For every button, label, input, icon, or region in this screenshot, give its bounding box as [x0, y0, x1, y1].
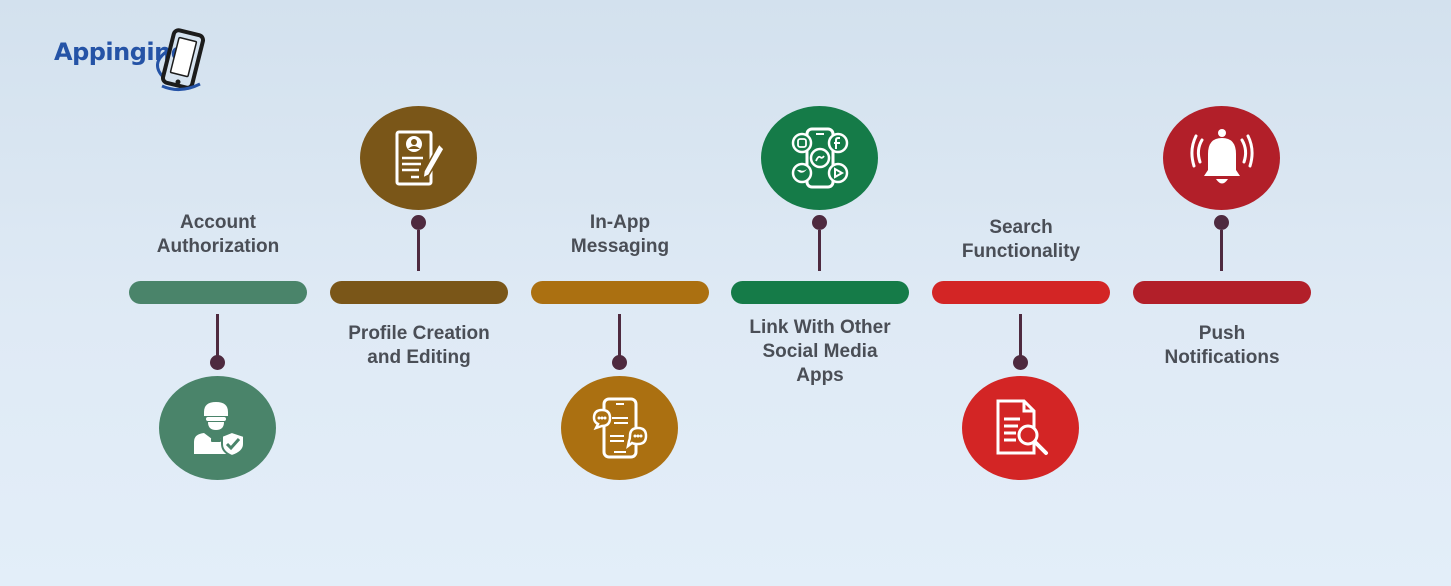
connector-dot: [210, 355, 225, 370]
timeline-bar: [932, 281, 1110, 304]
icon-circle: [561, 376, 678, 480]
connector-line: [1019, 314, 1022, 356]
connector-line: [818, 230, 821, 271]
phone-logo-icon: [156, 28, 206, 91]
step-account-authorization: Account Authorization: [129, 0, 307, 586]
profile-edit-icon: [395, 130, 445, 186]
step-profile-creation: Profile Creation and Editing: [330, 0, 508, 586]
appingine-logo: Appingine: [54, 28, 214, 94]
user-shield-icon: [193, 402, 245, 458]
timeline-bar: [531, 281, 709, 304]
icon-circle: [761, 106, 878, 210]
step-label: Search Functionality: [961, 217, 1081, 262]
social-media-icon: [791, 127, 848, 189]
step-label: Account Authorization: [156, 212, 280, 257]
timeline-bar: [129, 281, 307, 304]
icon-circle: [159, 376, 276, 480]
phone-chat-icon: [592, 397, 647, 459]
connector-line: [417, 230, 420, 271]
icon-circle: [1163, 106, 1280, 210]
step-in-app-messaging: In-App Messaging: [531, 0, 709, 586]
connector-line: [216, 314, 219, 356]
step-label: Link With Other Social Media Apps: [749, 317, 891, 386]
connector-dot: [612, 355, 627, 370]
timeline-bar: [330, 281, 508, 304]
connector-dot: [1214, 215, 1229, 230]
step-label: Push Notifications: [1164, 323, 1280, 368]
step-social-media: Link With Other Social Media Apps: [731, 0, 909, 586]
bell-icon: [1189, 129, 1254, 184]
timeline-bar: [1133, 281, 1311, 304]
step-search-functionality: Search Functionality: [932, 0, 1110, 586]
step-push-notifications: Push Notifications: [1133, 0, 1311, 586]
connector-dot: [1013, 355, 1028, 370]
step-label: In-App Messaging: [570, 212, 670, 257]
timeline-bar: [731, 281, 909, 304]
icon-circle: [962, 376, 1079, 480]
connector-line: [1220, 230, 1223, 271]
step-label: Profile Creation and Editing: [348, 323, 490, 368]
document-search-icon: [996, 399, 1048, 455]
connector-line: [618, 314, 621, 356]
icon-circle: [360, 106, 477, 210]
connector-dot: [812, 215, 827, 230]
connector-dot: [411, 215, 426, 230]
